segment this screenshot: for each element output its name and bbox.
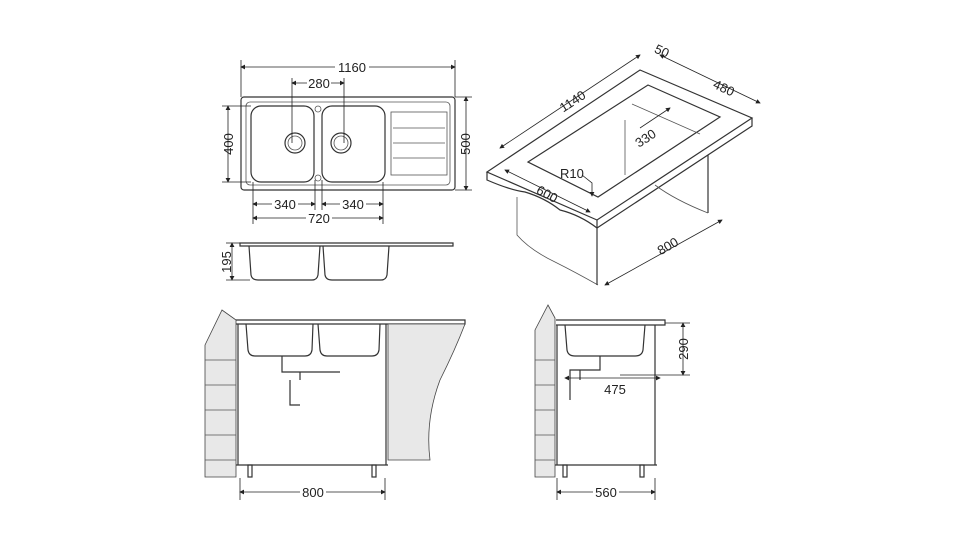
dim-1140: 1140 bbox=[557, 87, 589, 115]
dim-340-right: 340 bbox=[342, 197, 364, 212]
dim-195: 195 bbox=[219, 251, 234, 273]
side-view: 195 bbox=[219, 242, 454, 281]
front-install-view: 800 bbox=[204, 309, 466, 500]
top-view: 1160 280 400 500 340 340 720 bbox=[221, 59, 473, 226]
right-bowl bbox=[321, 105, 386, 183]
isometric-view: 1140 50 480 330 R10 600 800 bbox=[485, 41, 761, 286]
dim-720: 720 bbox=[308, 211, 330, 226]
dim-280: 280 bbox=[308, 76, 330, 91]
dim-1160: 1160 bbox=[338, 60, 366, 75]
dim-480: 480 bbox=[711, 77, 737, 100]
left-bowl bbox=[250, 105, 315, 183]
dim-560: 560 bbox=[595, 485, 617, 500]
dim-50: 50 bbox=[652, 41, 671, 61]
side-install-view: 290 475 560 bbox=[534, 304, 691, 500]
dim-330: 330 bbox=[632, 126, 658, 150]
dim-340-left: 340 bbox=[274, 197, 296, 212]
dim-800: 800 bbox=[655, 234, 681, 258]
dim-475: 475 bbox=[604, 382, 626, 397]
dim-r10: R10 bbox=[560, 166, 584, 181]
dim-500: 500 bbox=[458, 133, 473, 155]
dim-800-front: 800 bbox=[302, 485, 324, 500]
dim-400: 400 bbox=[221, 133, 236, 155]
dim-290: 290 bbox=[676, 338, 691, 360]
